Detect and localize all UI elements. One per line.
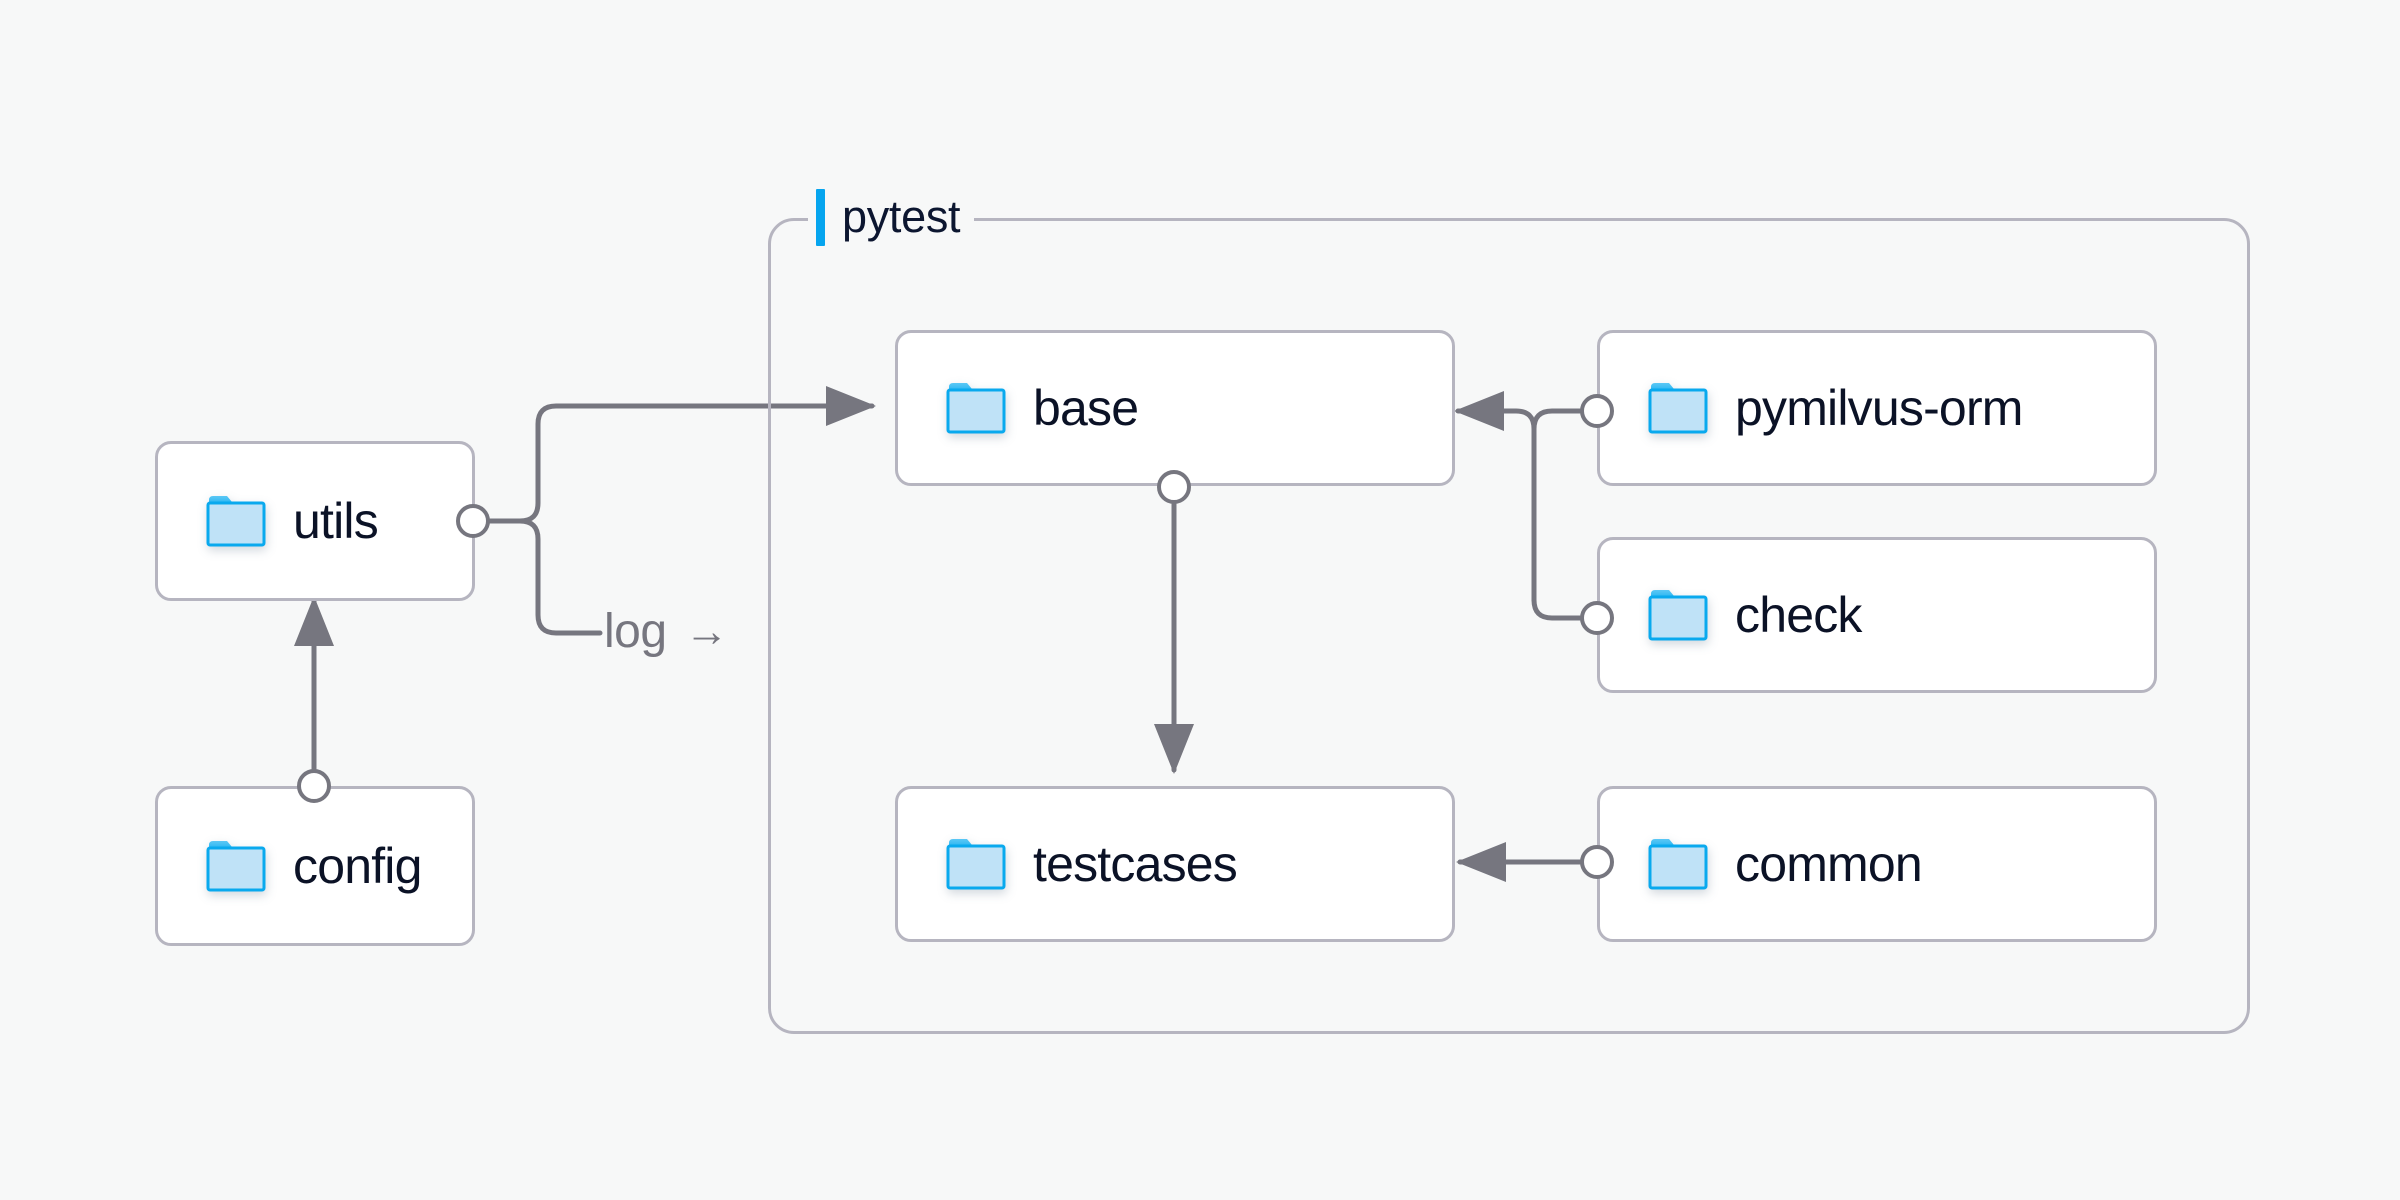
node-config[interactable]: config [155,786,475,946]
node-base[interactable]: base [895,330,1455,486]
node-config-label: config [293,838,422,894]
port-pymilvus-orm-left[interactable] [1580,394,1614,428]
edge-label-log: log → [604,605,729,658]
arrow-right-icon: → [684,607,729,656]
node-utils-label: utils [293,493,379,549]
node-base-label: base [1033,380,1139,436]
node-check[interactable]: check [1597,537,2157,693]
folder-icon [206,496,266,547]
folder-icon [1648,590,1708,641]
group-pytest [768,218,2250,1034]
node-pymilvus-orm[interactable]: pymilvus-orm [1597,330,2157,486]
folder-icon [206,841,266,892]
edge-utils-log [487,518,603,636]
port-base-bottom[interactable] [1157,470,1191,504]
folder-icon [946,839,1006,890]
group-pytest-label: pytest [808,186,975,248]
group-pytest-title: pytest [842,191,961,242]
node-common-label: common [1735,836,1923,892]
port-utils-right[interactable] [456,504,490,538]
folder-icon [946,383,1006,434]
folder-icon [1648,839,1708,890]
accent-bar-icon [816,188,825,246]
node-check-label: check [1735,587,1862,643]
port-config-top[interactable] [297,769,331,803]
port-common-left[interactable] [1580,845,1614,879]
node-testcases[interactable]: testcases [895,786,1455,942]
node-pymilvus-orm-label: pymilvus-orm [1735,380,2023,436]
folder-icon [1648,383,1708,434]
node-utils[interactable]: utils [155,441,475,601]
port-check-left[interactable] [1580,601,1614,635]
node-common[interactable]: common [1597,786,2157,942]
node-testcases-label: testcases [1033,836,1238,892]
edge-label-log-text: log [604,605,667,658]
